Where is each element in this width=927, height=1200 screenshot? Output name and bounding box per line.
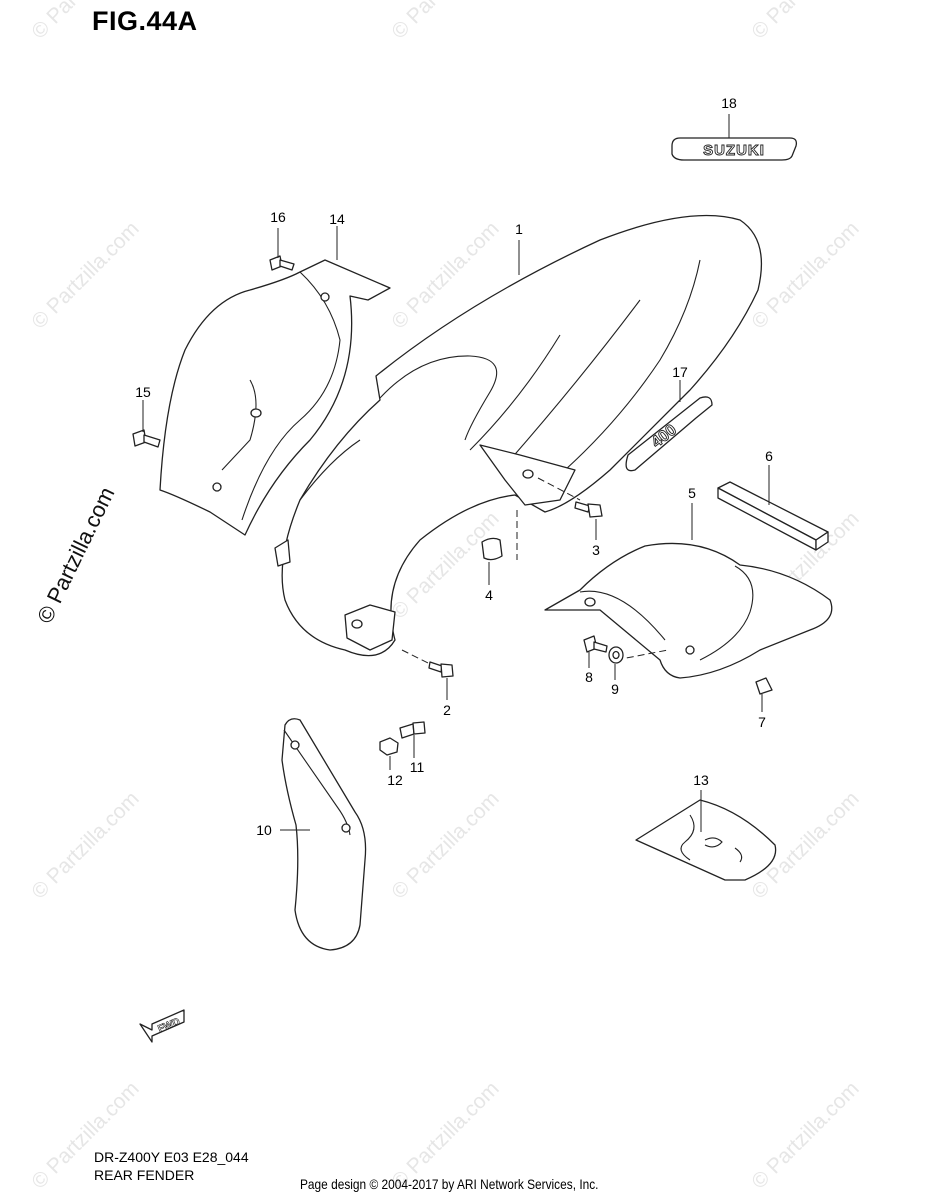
part-14-mud-guard [159,259,391,536]
watermark: © Partzilla.com [387,0,503,44]
callout-4: 4 [485,587,493,603]
callout-labels: 18 1 16 14 15 17 6 5 3 4 8 9 7 2 11 12 1… [135,95,773,838]
callout-8: 8 [585,669,593,685]
watermark: © Partzilla.com [387,787,503,903]
part-13-guard-pad [635,799,777,881]
watermark: © Partzilla.com [747,217,863,333]
leader-lines [142,114,770,832]
callout-18: 18 [721,95,737,111]
callout-15: 15 [135,384,151,400]
part-6-block [717,481,829,551]
callout-7: 7 [758,714,766,730]
dashed-guide-9 [615,649,669,661]
callout-1: 1 [515,221,523,237]
callout-16: 16 [270,209,286,225]
footer-credit: Page design © 2004-2017 by ARI Network S… [300,1176,599,1192]
part-10-mud-flap [281,718,367,951]
part-7-clip [755,677,773,695]
part-5-tail-flap [544,542,833,679]
emblem-text: SUZUKI [703,142,765,159]
part-9-washer [608,646,624,664]
callout-13: 13 [693,772,709,788]
fwd-arrow-icon: FWD [139,1009,185,1043]
footer-model-info: DR-Z400Y E03 E28_044 REAR FENDER [94,1148,249,1184]
part-4-collar [481,537,503,561]
callout-12: 12 [387,772,403,788]
fwd-label: FWD [156,1016,181,1035]
part-3-bolt [574,501,603,518]
part-11-bolt [399,721,426,739]
callout-2: 2 [443,702,451,718]
part-8-bolt [583,635,608,653]
watermark: © Partzilla.com [27,217,143,333]
watermark: © Partzilla.com [27,787,143,903]
footer-model: DR-Z400Y E03 E28_044 [94,1149,249,1165]
part-2-bolt [428,661,454,678]
callout-17: 17 [672,364,688,380]
watermark: © Partzilla.com [747,0,863,44]
part-15-bolt [132,429,161,448]
footer-section: REAR FENDER [94,1167,195,1183]
callout-9: 9 [611,681,619,697]
watermark-side: © Partzilla.com [32,483,119,627]
dashed-guide-2 [401,649,431,665]
part-12-nut [379,737,399,756]
callout-11: 11 [410,759,425,775]
watermark: © Partzilla.com [747,1077,863,1193]
callout-3: 3 [592,542,600,558]
callout-5: 5 [688,485,696,501]
part-1-rear-fender [274,214,763,657]
callout-14: 14 [329,211,345,227]
dashed-guide-3 [537,477,581,501]
watermark: © Partzilla.com [27,0,143,44]
part-16-bolt [269,255,295,271]
callout-6: 6 [765,448,773,464]
callout-10: 10 [256,822,272,838]
figure-title: FIG.44A [92,6,198,36]
part-18-emblem: SUZUKI [671,137,798,161]
